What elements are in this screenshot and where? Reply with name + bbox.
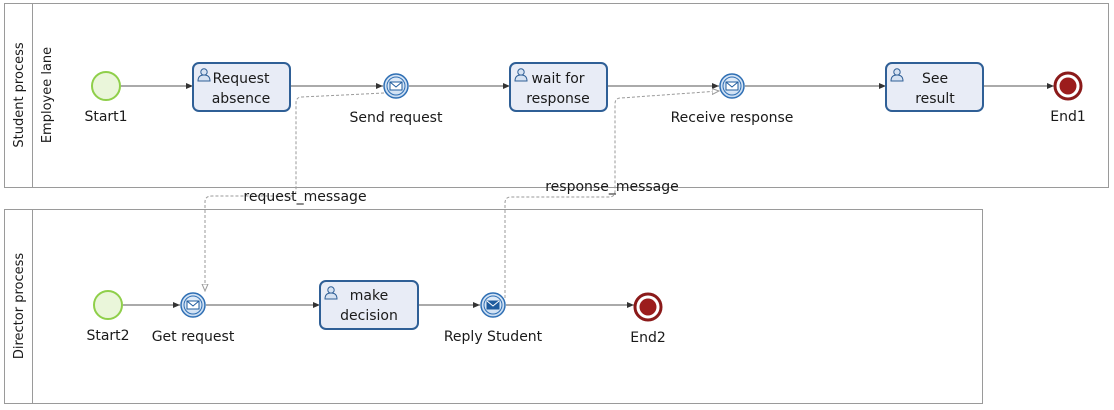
envelope-icon: [725, 81, 739, 91]
envelope-icon: [486, 300, 500, 310]
reply-student-label: Reply Student: [444, 329, 543, 345]
response-message-label: response_message: [545, 179, 679, 195]
end1-event[interactable]: [1053, 71, 1083, 101]
task-label-line2: decision: [340, 308, 398, 324]
get-request-label: Get request: [152, 329, 235, 345]
student-pool-label: Student process: [12, 42, 27, 147]
response-message-flow[interactable]: [504, 91, 719, 298]
task-see-result[interactable]: See result: [885, 62, 984, 112]
task-label-line1: Request: [213, 71, 270, 87]
reply-student-event[interactable]: [480, 292, 506, 318]
receive-response-event[interactable]: [719, 73, 745, 99]
get-request-event[interactable]: [180, 292, 206, 318]
start2-event[interactable]: [93, 290, 123, 320]
user-icon: [890, 68, 904, 82]
task-label-line2: absence: [212, 91, 271, 107]
user-icon: [324, 286, 338, 300]
send-request-label: Send request: [350, 110, 443, 126]
task-label-line1: wait for: [531, 71, 584, 87]
envelope-icon: [389, 81, 403, 91]
task-label-line2: result: [915, 91, 955, 107]
receive-response-label: Receive response: [671, 110, 794, 126]
employee-lane-label: Employee lane: [40, 47, 55, 143]
task-request-absence[interactable]: Request absence: [192, 62, 291, 112]
task-wait-for-response[interactable]: wait for response: [509, 62, 608, 112]
task-label-line1: See: [922, 71, 948, 87]
director-pool-label: Director process: [12, 253, 27, 360]
envelope-icon: [186, 300, 200, 310]
task-label-line2: response: [526, 91, 590, 107]
task-label-line1: make: [350, 288, 388, 304]
start1-label: Start1: [84, 109, 127, 125]
request-message-label: request_message: [243, 189, 366, 205]
start2-label: Start2: [86, 328, 129, 344]
user-icon: [514, 68, 528, 82]
end2-label: End2: [630, 330, 666, 346]
task-make-decision[interactable]: make decision: [319, 280, 419, 330]
send-request-event[interactable]: [383, 73, 409, 99]
end2-event[interactable]: [633, 292, 663, 322]
end1-label: End1: [1050, 109, 1086, 125]
user-icon: [197, 68, 211, 82]
request-message-flow[interactable]: [205, 92, 385, 291]
start1-event[interactable]: [91, 71, 121, 101]
